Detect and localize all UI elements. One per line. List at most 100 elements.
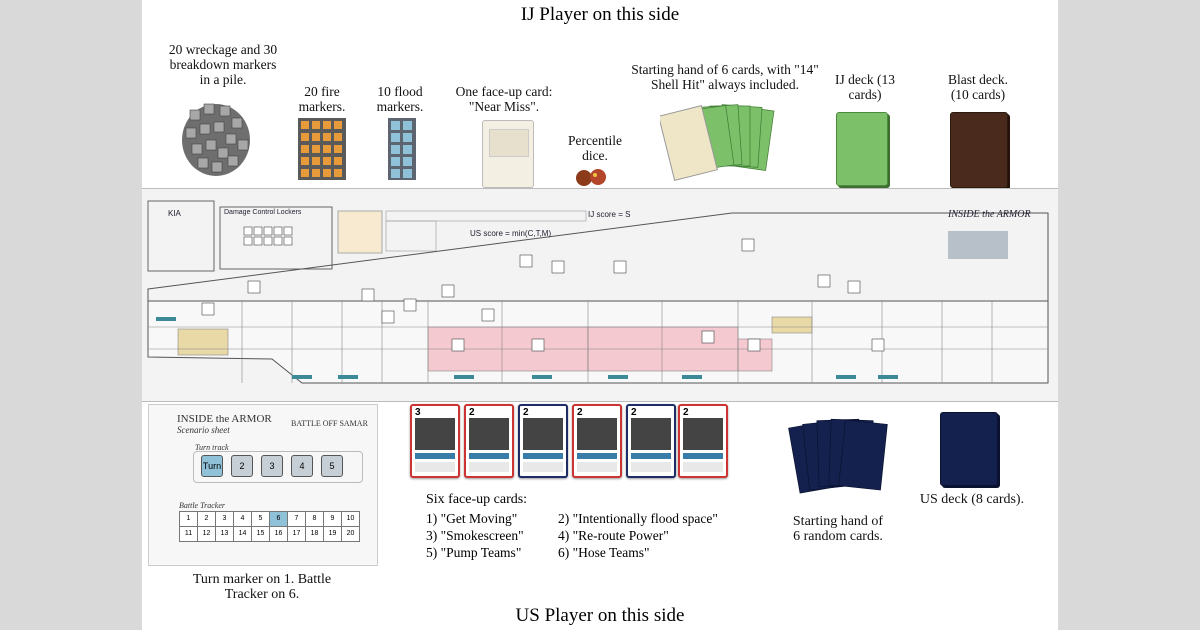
battle-tracker-cell[interactable]: 19 xyxy=(323,526,342,542)
fire-marker-stack[interactable] xyxy=(298,118,346,180)
flood-markers-graphic xyxy=(391,121,412,178)
face-up-card-intentionally-flood[interactable]: 2 xyxy=(464,404,514,478)
card-number: 2 xyxy=(683,407,689,418)
battle-tracker-cell[interactable]: 18 xyxy=(305,526,324,542)
battle-tracker-cell[interactable]: 11 xyxy=(179,526,198,542)
card-label-bar xyxy=(577,453,617,459)
turn-marker[interactable]: Turn xyxy=(201,455,223,477)
card-photo xyxy=(683,418,723,450)
card-item-2: 2) "Intentionally flood space" xyxy=(558,511,718,526)
card-photo xyxy=(523,418,563,450)
face-up-card-re-route-power[interactable]: 2 xyxy=(572,404,622,478)
flood-caption: 10 flood markers. xyxy=(376,84,424,114)
card-photo xyxy=(469,418,509,450)
battle-tracker-cell[interactable]: 4 xyxy=(233,511,252,527)
near-miss-caption: One face-up card: "Near Miss". xyxy=(455,84,553,114)
battle-tracker-cell[interactable]: 16 xyxy=(269,526,288,542)
card-number: 2 xyxy=(523,407,529,418)
six-cards-list-right: 2) "Intentionally flood space" 4) "Re-ro… xyxy=(558,510,718,561)
ij-deck-caption: IJ deck (13 cards) xyxy=(835,72,895,102)
turn-box-5[interactable]: 5 xyxy=(321,455,343,477)
ij-starting-hand-caption: Starting hand of 6 cards, with "14" Shel… xyxy=(631,62,819,92)
scenario-title: INSIDE the ARMOR xyxy=(177,413,272,425)
battle-tracker-cell[interactable]: 17 xyxy=(287,526,306,542)
turn-box-4[interactable]: 4 xyxy=(291,455,313,477)
card-photo xyxy=(577,418,617,450)
wreckage-caption: 20 wreckage and 30 breakdown markers in … xyxy=(168,42,278,87)
face-up-card-get-moving[interactable]: 3 xyxy=(410,404,460,478)
battle-tracker-cell[interactable]: 9 xyxy=(323,511,342,527)
us-score-label: US score = min(C,T,M) xyxy=(470,229,552,238)
card-number: 2 xyxy=(469,407,475,418)
fire-markers-graphic xyxy=(301,121,342,177)
card-label-bar xyxy=(631,453,671,459)
six-cards-title: Six face-up cards: xyxy=(426,492,528,507)
card-text-area xyxy=(469,462,509,472)
battle-tracker-cell[interactable]: 2 xyxy=(197,511,216,527)
battle-tracker-cell[interactable]: 20 xyxy=(341,526,360,542)
card-label-bar xyxy=(683,453,723,459)
dice-graphic xyxy=(576,169,606,186)
card-text-area xyxy=(577,462,617,472)
near-miss-card-art xyxy=(489,129,529,157)
us-deck[interactable] xyxy=(940,412,998,486)
battle-tracker-cell[interactable]: 3 xyxy=(215,511,234,527)
flood-marker-stack[interactable] xyxy=(388,118,416,180)
blast-deck-caption: Blast deck. (10 cards) xyxy=(948,72,1008,102)
battle-tracker-cell[interactable]: 10 xyxy=(341,511,360,527)
ij-hand-graphic xyxy=(658,104,775,181)
battle-tracker-cell[interactable]: 1 xyxy=(179,511,198,527)
ij-starting-hand[interactable] xyxy=(658,96,776,186)
card-label-bar xyxy=(415,453,455,459)
card-text-area xyxy=(683,462,723,472)
face-up-card-smokescreen[interactable]: 2 xyxy=(518,404,568,478)
us-hand-graphic xyxy=(788,418,888,494)
fire-caption: 20 fire markers. xyxy=(298,84,346,114)
card-text-area xyxy=(631,462,671,472)
battle-tracker-cell[interactable]: 5 xyxy=(251,511,270,527)
battle-tracker-label: Battle Tracker xyxy=(179,501,225,510)
scenario-sheet: INSIDE the ARMOR Scenario sheet BATTLE O… xyxy=(148,404,378,566)
percentile-dice[interactable] xyxy=(574,168,610,188)
us-side-title: US Player on this side xyxy=(515,605,685,626)
card-photo xyxy=(415,418,455,450)
battle-tracker-cell[interactable]: 12 xyxy=(197,526,216,542)
turn-track xyxy=(193,451,363,483)
wreckage-marker-pile[interactable] xyxy=(180,96,252,178)
ij-side-title: IJ Player on this side xyxy=(520,4,680,25)
turn-track-label: Turn track xyxy=(195,443,229,452)
ij-score-label: IJ score = S xyxy=(588,210,631,219)
card-item-1: 1) "Get Moving" xyxy=(426,511,518,526)
card-label-bar xyxy=(523,453,563,459)
battle-tracker-cell[interactable]: 15 xyxy=(251,526,270,542)
board-title: INSIDE the ARMOR xyxy=(948,209,1031,220)
ij-deck[interactable] xyxy=(836,112,888,186)
ship-cross-section xyxy=(147,200,1049,384)
scenario-subtitle: Scenario sheet xyxy=(177,425,230,435)
battle-tracker-cell[interactable]: 13 xyxy=(215,526,234,542)
face-up-card-pump-teams[interactable]: 2 xyxy=(626,404,676,478)
dice-caption: Percentile dice. xyxy=(568,133,622,163)
turn-box-3[interactable]: 3 xyxy=(261,455,283,477)
damage-control-lockers-label: Damage Control Lockers xyxy=(224,209,302,216)
battle-tracker-cell[interactable]: 7 xyxy=(287,511,306,527)
six-cards-list-left: 1) "Get Moving" 3) "Smokescreen" 5) "Pum… xyxy=(426,510,524,561)
card-number: 3 xyxy=(415,407,421,418)
us-starting-hand[interactable] xyxy=(788,410,898,502)
card-item-5: 5) "Pump Teams" xyxy=(426,545,522,560)
scenario-battle-name: BATTLE OFF SAMAR xyxy=(291,419,368,428)
wreckage-pile-graphic xyxy=(182,103,250,176)
card-text-area xyxy=(415,462,455,472)
battle-tracker-cell[interactable]: 14 xyxy=(233,526,252,542)
battle-tracker-cell[interactable]: 8 xyxy=(305,511,324,527)
us-deck-caption: US deck (8 cards). xyxy=(919,492,1025,507)
card-item-4: 4) "Re-route Power" xyxy=(558,528,669,543)
turn-box-2[interactable]: 2 xyxy=(231,455,253,477)
card-text-area xyxy=(523,462,563,472)
battle-tracker-cell[interactable]: 6 xyxy=(269,511,288,527)
face-up-card-hose-teams[interactable]: 2 xyxy=(678,404,728,478)
us-starting-hand-caption: Starting hand of 6 random cards. xyxy=(792,514,884,544)
card-item-6: 6) "Hose Teams" xyxy=(558,545,650,560)
near-miss-card[interactable] xyxy=(482,120,534,188)
blast-deck[interactable] xyxy=(950,112,1008,188)
